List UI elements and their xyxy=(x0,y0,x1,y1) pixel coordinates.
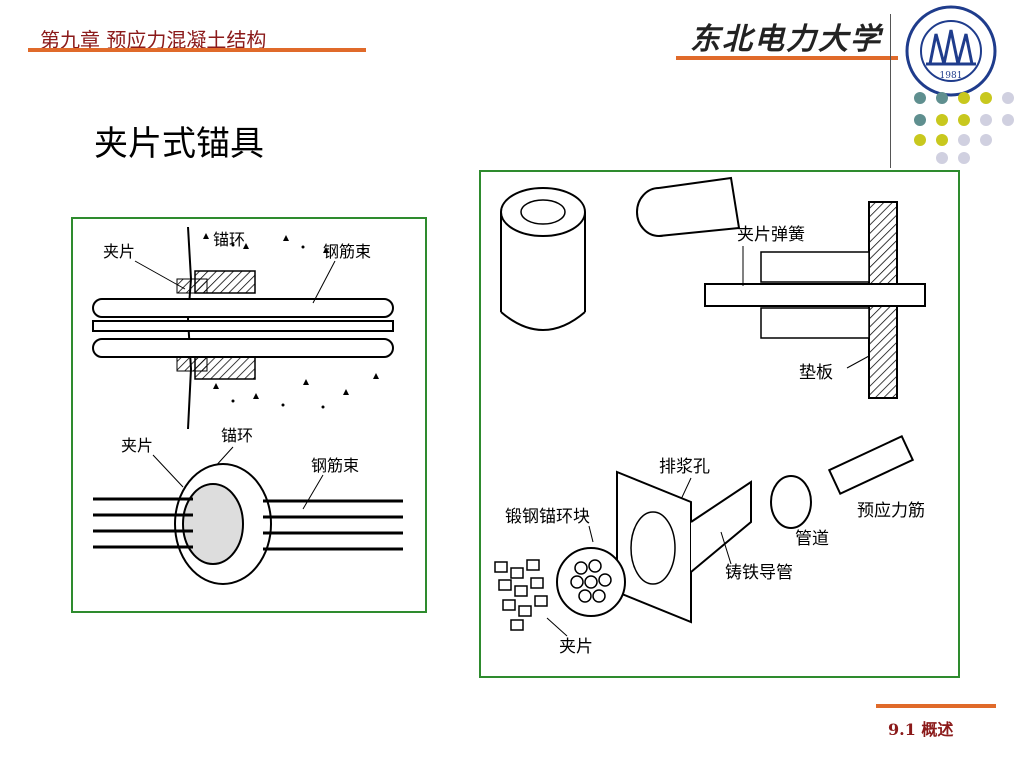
slide-title: 夹片式锚具 xyxy=(94,124,264,164)
label-tendon-top: 钢筋束 xyxy=(323,242,371,261)
label-plate: 垫板 xyxy=(799,363,833,383)
label-clips: 夹片 xyxy=(559,637,593,657)
footer-rule xyxy=(876,704,996,708)
seal-year: 1981 xyxy=(940,71,963,81)
anchor-section-diagram: 夹片 锚环 钢筋束 夹片 锚环 钢筋束 xyxy=(92,226,403,585)
label-forged-block: 锻钢锚环块 xyxy=(505,507,590,527)
figure-right: 夹片弹簧 垫板 排浆孔 预应力筋 管道 铸铁导管 锻钢锚环块 夹片 xyxy=(479,170,960,678)
decorative-dots xyxy=(914,92,1014,164)
header-divider xyxy=(890,14,891,168)
label-cast-tube: 铸铁导管 xyxy=(725,563,793,583)
header-rule-right xyxy=(676,56,898,60)
figure-left: 夹片 锚环 钢筋束 夹片 锚环 钢筋束 xyxy=(71,217,427,613)
anchor-components-diagram: 夹片弹簧 垫板 排浆孔 预应力筋 管道 铸铁导管 锻钢锚环块 夹片 xyxy=(494,176,926,657)
label-ring-top: 锚环 xyxy=(213,230,245,249)
label-clip-spring: 夹片弹簧 xyxy=(737,225,805,245)
label-grout-hole: 排浆孔 xyxy=(659,457,710,477)
section-label: 9.1 概述 xyxy=(888,720,954,739)
label-clip-top: 夹片 xyxy=(103,242,135,261)
header-rule-left xyxy=(28,48,366,52)
university-seal-icon: 1981 xyxy=(905,5,997,97)
label-tendon-bottom: 钢筋束 xyxy=(311,456,359,475)
label-clip-bottom: 夹片 xyxy=(121,436,153,455)
label-strand: 预应力筋 xyxy=(857,501,925,521)
label-duct: 管道 xyxy=(795,529,829,549)
label-ring-bottom: 锚环 xyxy=(221,426,253,445)
university-logo-text: 东北电力大学 xyxy=(690,22,882,57)
